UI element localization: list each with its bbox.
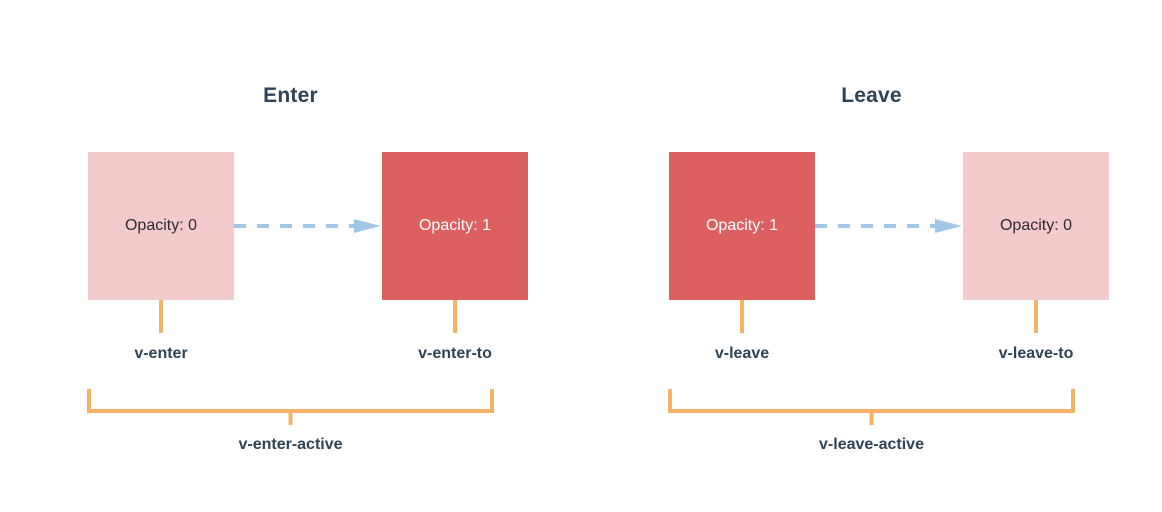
enter-connector-stub-to [453,300,457,333]
enter-active-bracket [87,389,494,425]
leave-label-to: v-leave-to [998,345,1074,362]
leave-connector-stub-to [1034,300,1038,333]
leave-box-from: Opacity: 1 [669,152,815,300]
enter-box-from-value: Opacity: 0 [124,217,198,234]
section-title-enter: Enter [263,84,318,107]
section-title-leave: Leave [841,84,902,107]
leave-active-label: v-leave-active [819,436,924,453]
leave-transition-arrow [815,219,963,233]
enter-box-to: Opacity: 1 [382,152,528,300]
leave-section: Leave Opacity: 1 Opacity: 0 v-leave v-le… [581,0,1162,512]
enter-active-label: v-enter-active [238,436,343,453]
leave-active-bracket [668,389,1075,425]
leave-connector-stub-from [740,300,744,333]
enter-label-from: v-enter [134,345,188,362]
enter-connector-stub-from [159,300,163,333]
enter-transition-arrow [234,219,382,233]
enter-box-to-value: Opacity: 1 [418,217,492,234]
enter-label-to: v-enter-to [418,345,492,362]
leave-box-to: Opacity: 0 [963,152,1109,300]
enter-box-from: Opacity: 0 [88,152,234,300]
leave-box-from-value: Opacity: 1 [705,217,779,234]
leave-box-to-value: Opacity: 0 [999,217,1073,234]
enter-section: Enter Opacity: 0 Opacity: 1 v-enter v-en… [87,84,528,453]
leave-label-from: v-leave [714,345,770,362]
